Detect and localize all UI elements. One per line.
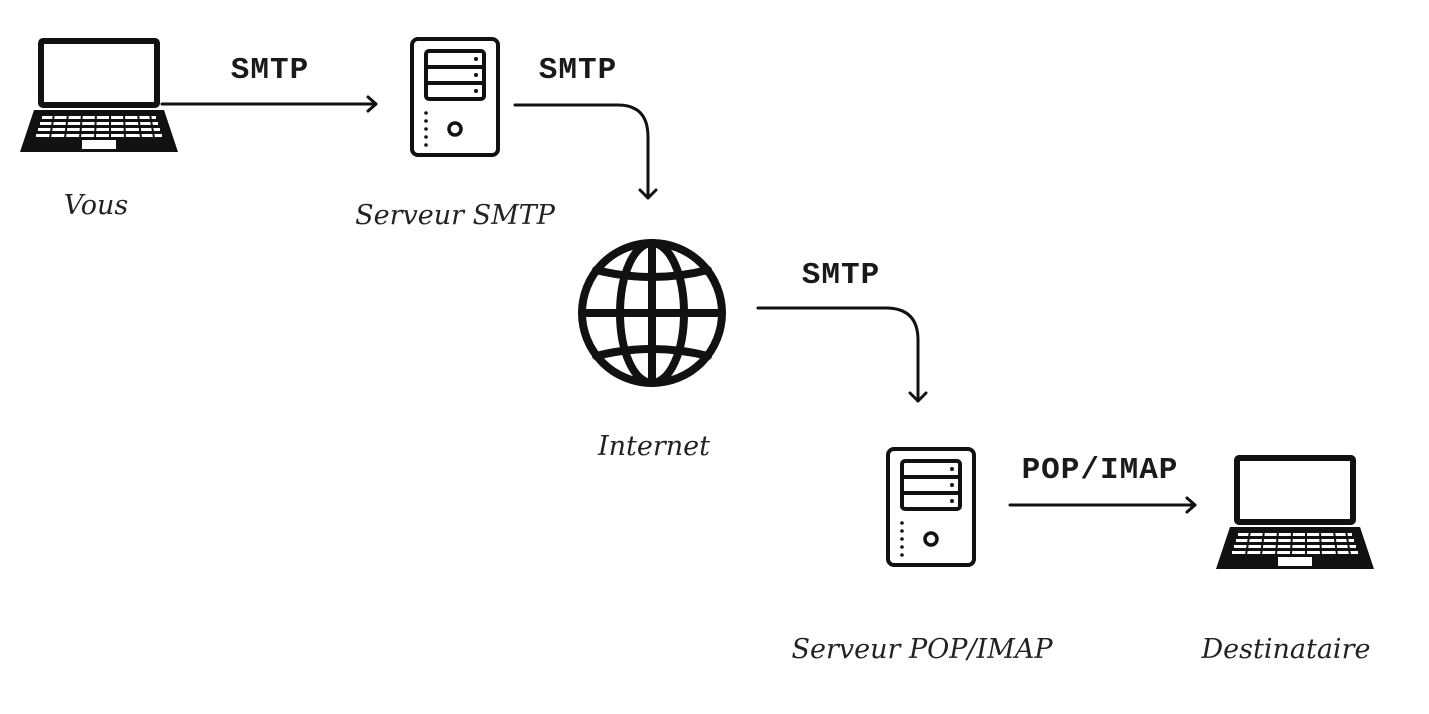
edge-label-internet-pop: SMTP bbox=[802, 258, 880, 293]
edge-label-smtp-internet: SMTP bbox=[539, 53, 617, 88]
globe-icon bbox=[578, 239, 726, 387]
smtp-server-icon bbox=[410, 37, 500, 157]
arrow-smtp-to-internet bbox=[513, 103, 658, 200]
node-label-sender: Vous bbox=[64, 190, 129, 221]
sender-laptop-icon bbox=[19, 37, 179, 153]
arrow-internet-to-pop bbox=[756, 306, 928, 403]
pop-imap-server-icon bbox=[886, 447, 976, 567]
node-label-smtp-server: Serveur SMTP bbox=[355, 200, 556, 231]
edge-label-sender-smtp: SMTP bbox=[231, 53, 309, 88]
recipient-laptop-icon bbox=[1215, 454, 1375, 570]
node-label-recipient: Destinataire bbox=[1201, 634, 1371, 665]
node-label-internet: Internet bbox=[597, 431, 710, 462]
edge-label-pop-recipient: POP/IMAP bbox=[1022, 453, 1179, 488]
arrow-sender-to-smtp bbox=[160, 95, 378, 113]
node-label-pop-imap-server: Serveur POP/IMAP bbox=[791, 634, 1053, 665]
arrow-pop-to-recipient bbox=[1008, 496, 1197, 514]
